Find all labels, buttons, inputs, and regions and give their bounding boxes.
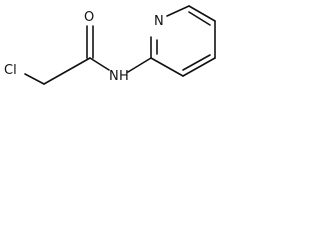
- bonds: [24, 5, 216, 85]
- amide-hydrogen-label: H: [119, 69, 129, 84]
- bond-carbonyl-nitrogen: [89, 57, 110, 71]
- ring-double-c6-c5: [188, 11, 211, 26]
- ring-double-c4-c3: [182, 54, 211, 71]
- bond-ch2-carbonyl: [43, 57, 91, 85]
- ring-bond-c4-c3: [182, 57, 216, 77]
- ring-nitrogen-label: N: [154, 14, 164, 29]
- ring-bond-c3-c2: [150, 57, 184, 77]
- chemical-structure-diagram: Cl O N H N: [4, 5, 216, 85]
- bond-cl-ch2: [24, 73, 45, 85]
- amide-nitrogen-label: N: [109, 69, 119, 84]
- bond-nitrogen-pyridine: [127, 57, 152, 73]
- ring-bond-n-c6: [166, 5, 190, 17]
- atom-labels: Cl O N H N: [4, 10, 164, 84]
- chlorine-label: Cl: [4, 63, 17, 78]
- oxygen-label: O: [84, 10, 94, 25]
- ring-bond-c6-c5: [188, 5, 216, 22]
